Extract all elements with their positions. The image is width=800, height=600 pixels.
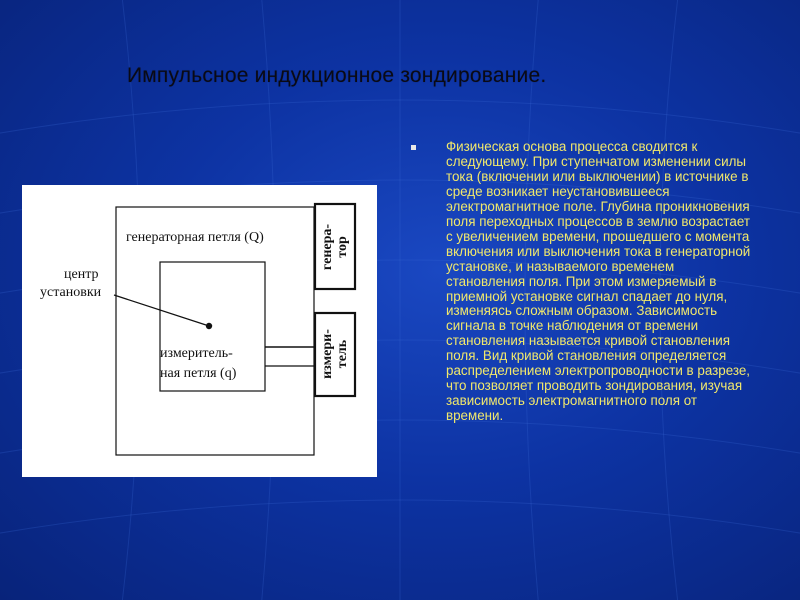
center-label-line1: центр [64, 267, 99, 282]
center-label-line2: установки [40, 285, 102, 300]
generator-box-label: генера- тор [320, 210, 350, 284]
meter-box-label-line2: тель [335, 339, 350, 369]
diagram-drawing [113, 202, 357, 456]
bullet-marker [411, 145, 416, 150]
meter-box-outline [313, 311, 357, 398]
generator-box-label-line2: тор [335, 236, 350, 258]
meter-box-label-line1: измери- [320, 329, 335, 379]
slide-title: Импульсное индукционное зондирование. [127, 64, 547, 87]
slide-body-text: Физическая основа процесса сводится к сл… [446, 139, 751, 424]
generator-box-outline [313, 202, 357, 291]
generator-box-label-line1: генера- [320, 223, 335, 271]
center-point [205, 322, 213, 330]
diagram-figure: генераторная петля (Q) центр установки и… [22, 185, 377, 477]
measuring-loop-label-line1: измеритель- [160, 346, 233, 361]
measuring-loop-outline [159, 261, 266, 392]
center-arrow-line [113, 294, 207, 326]
generator-loop-label: генераторная петля (Q) [126, 230, 264, 245]
measuring-loop-label-line2: ная петля (q) [160, 366, 237, 381]
meter-box-label: измери- тель [320, 317, 350, 391]
